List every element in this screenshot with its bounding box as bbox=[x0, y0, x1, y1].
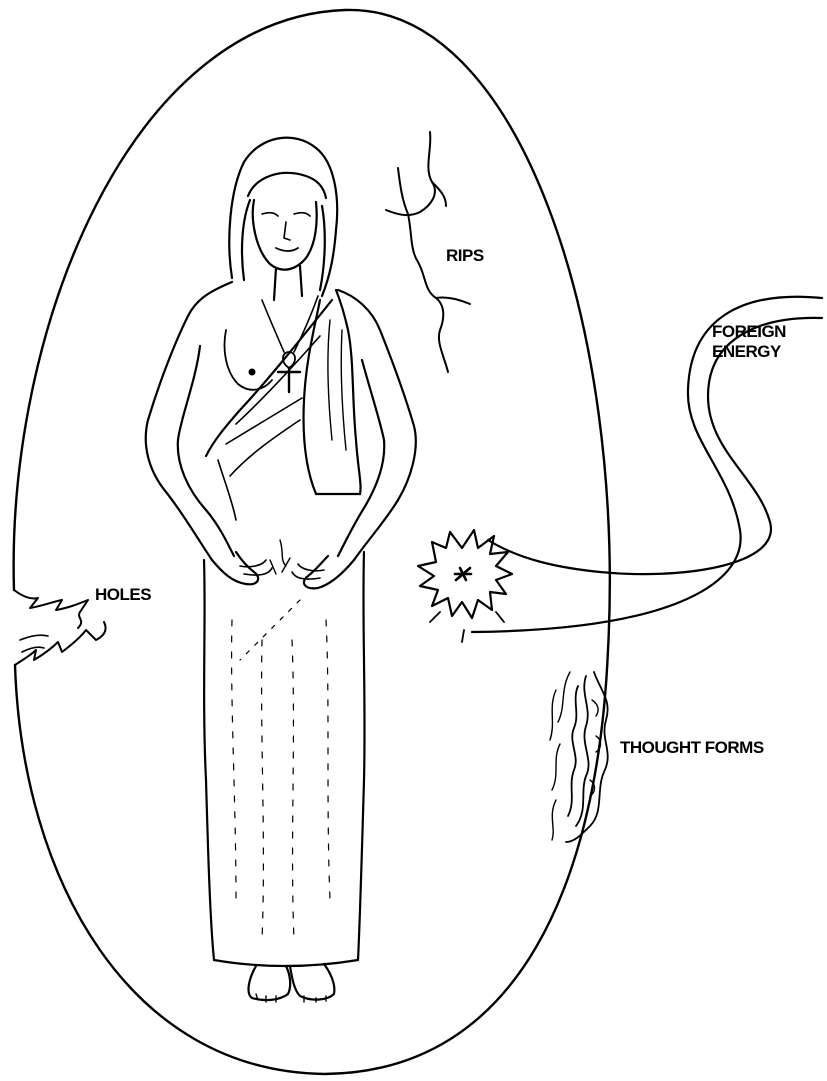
aura-outline bbox=[14, 10, 610, 1074]
label-thought-forms: THOUGHT FORMS bbox=[620, 738, 764, 758]
holes-tear bbox=[14, 590, 106, 665]
label-foreign-energy: FOREIGN ENERGY bbox=[712, 322, 786, 361]
woman-figure bbox=[146, 138, 416, 1002]
label-foreign-line1: FOREIGN bbox=[712, 322, 786, 342]
label-holes: HOLES bbox=[95, 585, 151, 605]
label-rips: RIPS bbox=[446, 246, 484, 266]
label-foreign-line2: ENERGY bbox=[712, 342, 786, 362]
